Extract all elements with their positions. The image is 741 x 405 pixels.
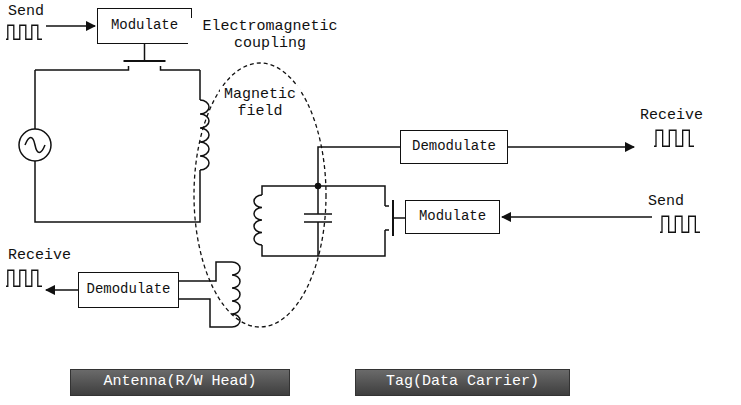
process-box: Modulate (97, 8, 192, 44)
square-wave (654, 130, 694, 146)
tag-capacitor (304, 186, 332, 256)
label-holder: Send (6, 2, 46, 20)
box-label: Tag(Data Carrier) (386, 374, 539, 391)
square-wave (6, 270, 42, 286)
signal-label: Receive (6, 247, 73, 264)
signal-arrow (508, 146, 634, 148)
circuit-wires (19, 63, 393, 327)
antenna-coil (200, 100, 209, 170)
antenna-wire (35, 70, 200, 222)
antenna-wire (161, 66, 201, 70)
box-label: Demodulate (86, 282, 170, 297)
signal-arrow (46, 25, 95, 27)
ac-source-wave (25, 138, 45, 153)
tag-coil (254, 195, 262, 245)
process-box: Demodulate (400, 130, 508, 164)
signal-arrow (502, 216, 652, 218)
ac-source (19, 129, 51, 161)
box-label: Modulate (111, 18, 178, 33)
coupling-ellipse (194, 63, 326, 327)
pickup-wire (179, 299, 232, 327)
label-holder: Magnetic field (220, 86, 300, 121)
square-wave (6, 25, 42, 39)
switch-stem (393, 217, 405, 219)
process-box: Demodulate (78, 272, 179, 308)
box-label: Modulate (419, 209, 486, 224)
switch-stem (144, 44, 146, 61)
tag-wire (318, 147, 400, 186)
label-holder: Receive (638, 106, 705, 124)
signal-label: Send (646, 193, 686, 210)
annotation-label: Electromagnetic coupling (188, 18, 352, 53)
pickup-coil (232, 262, 240, 327)
label-holder: Receive (6, 246, 73, 264)
annotation-label: Magnetic field (220, 86, 300, 121)
label-holder: Send (646, 192, 686, 210)
tag-wire (262, 186, 385, 256)
process-box: Modulate (405, 200, 500, 234)
box-label: Demodulate (412, 139, 496, 154)
signal-wires (6, 25, 700, 327)
caption-bar: Tag(Data Carrier) (355, 369, 570, 396)
box-label: Antenna(R/W Head) (103, 374, 256, 391)
pickup-wire (179, 262, 232, 281)
signal-label: Send (6, 3, 46, 20)
antenna-wire (35, 66, 129, 70)
signal-label: Receive (638, 107, 705, 124)
tag-switch-terminal (385, 206, 389, 230)
caption-bar: Antenna(R/W Head) (70, 369, 290, 396)
signal-arrow (46, 289, 78, 291)
square-wave (660, 216, 700, 232)
label-holder: Electromagnetic coupling (188, 18, 352, 53)
